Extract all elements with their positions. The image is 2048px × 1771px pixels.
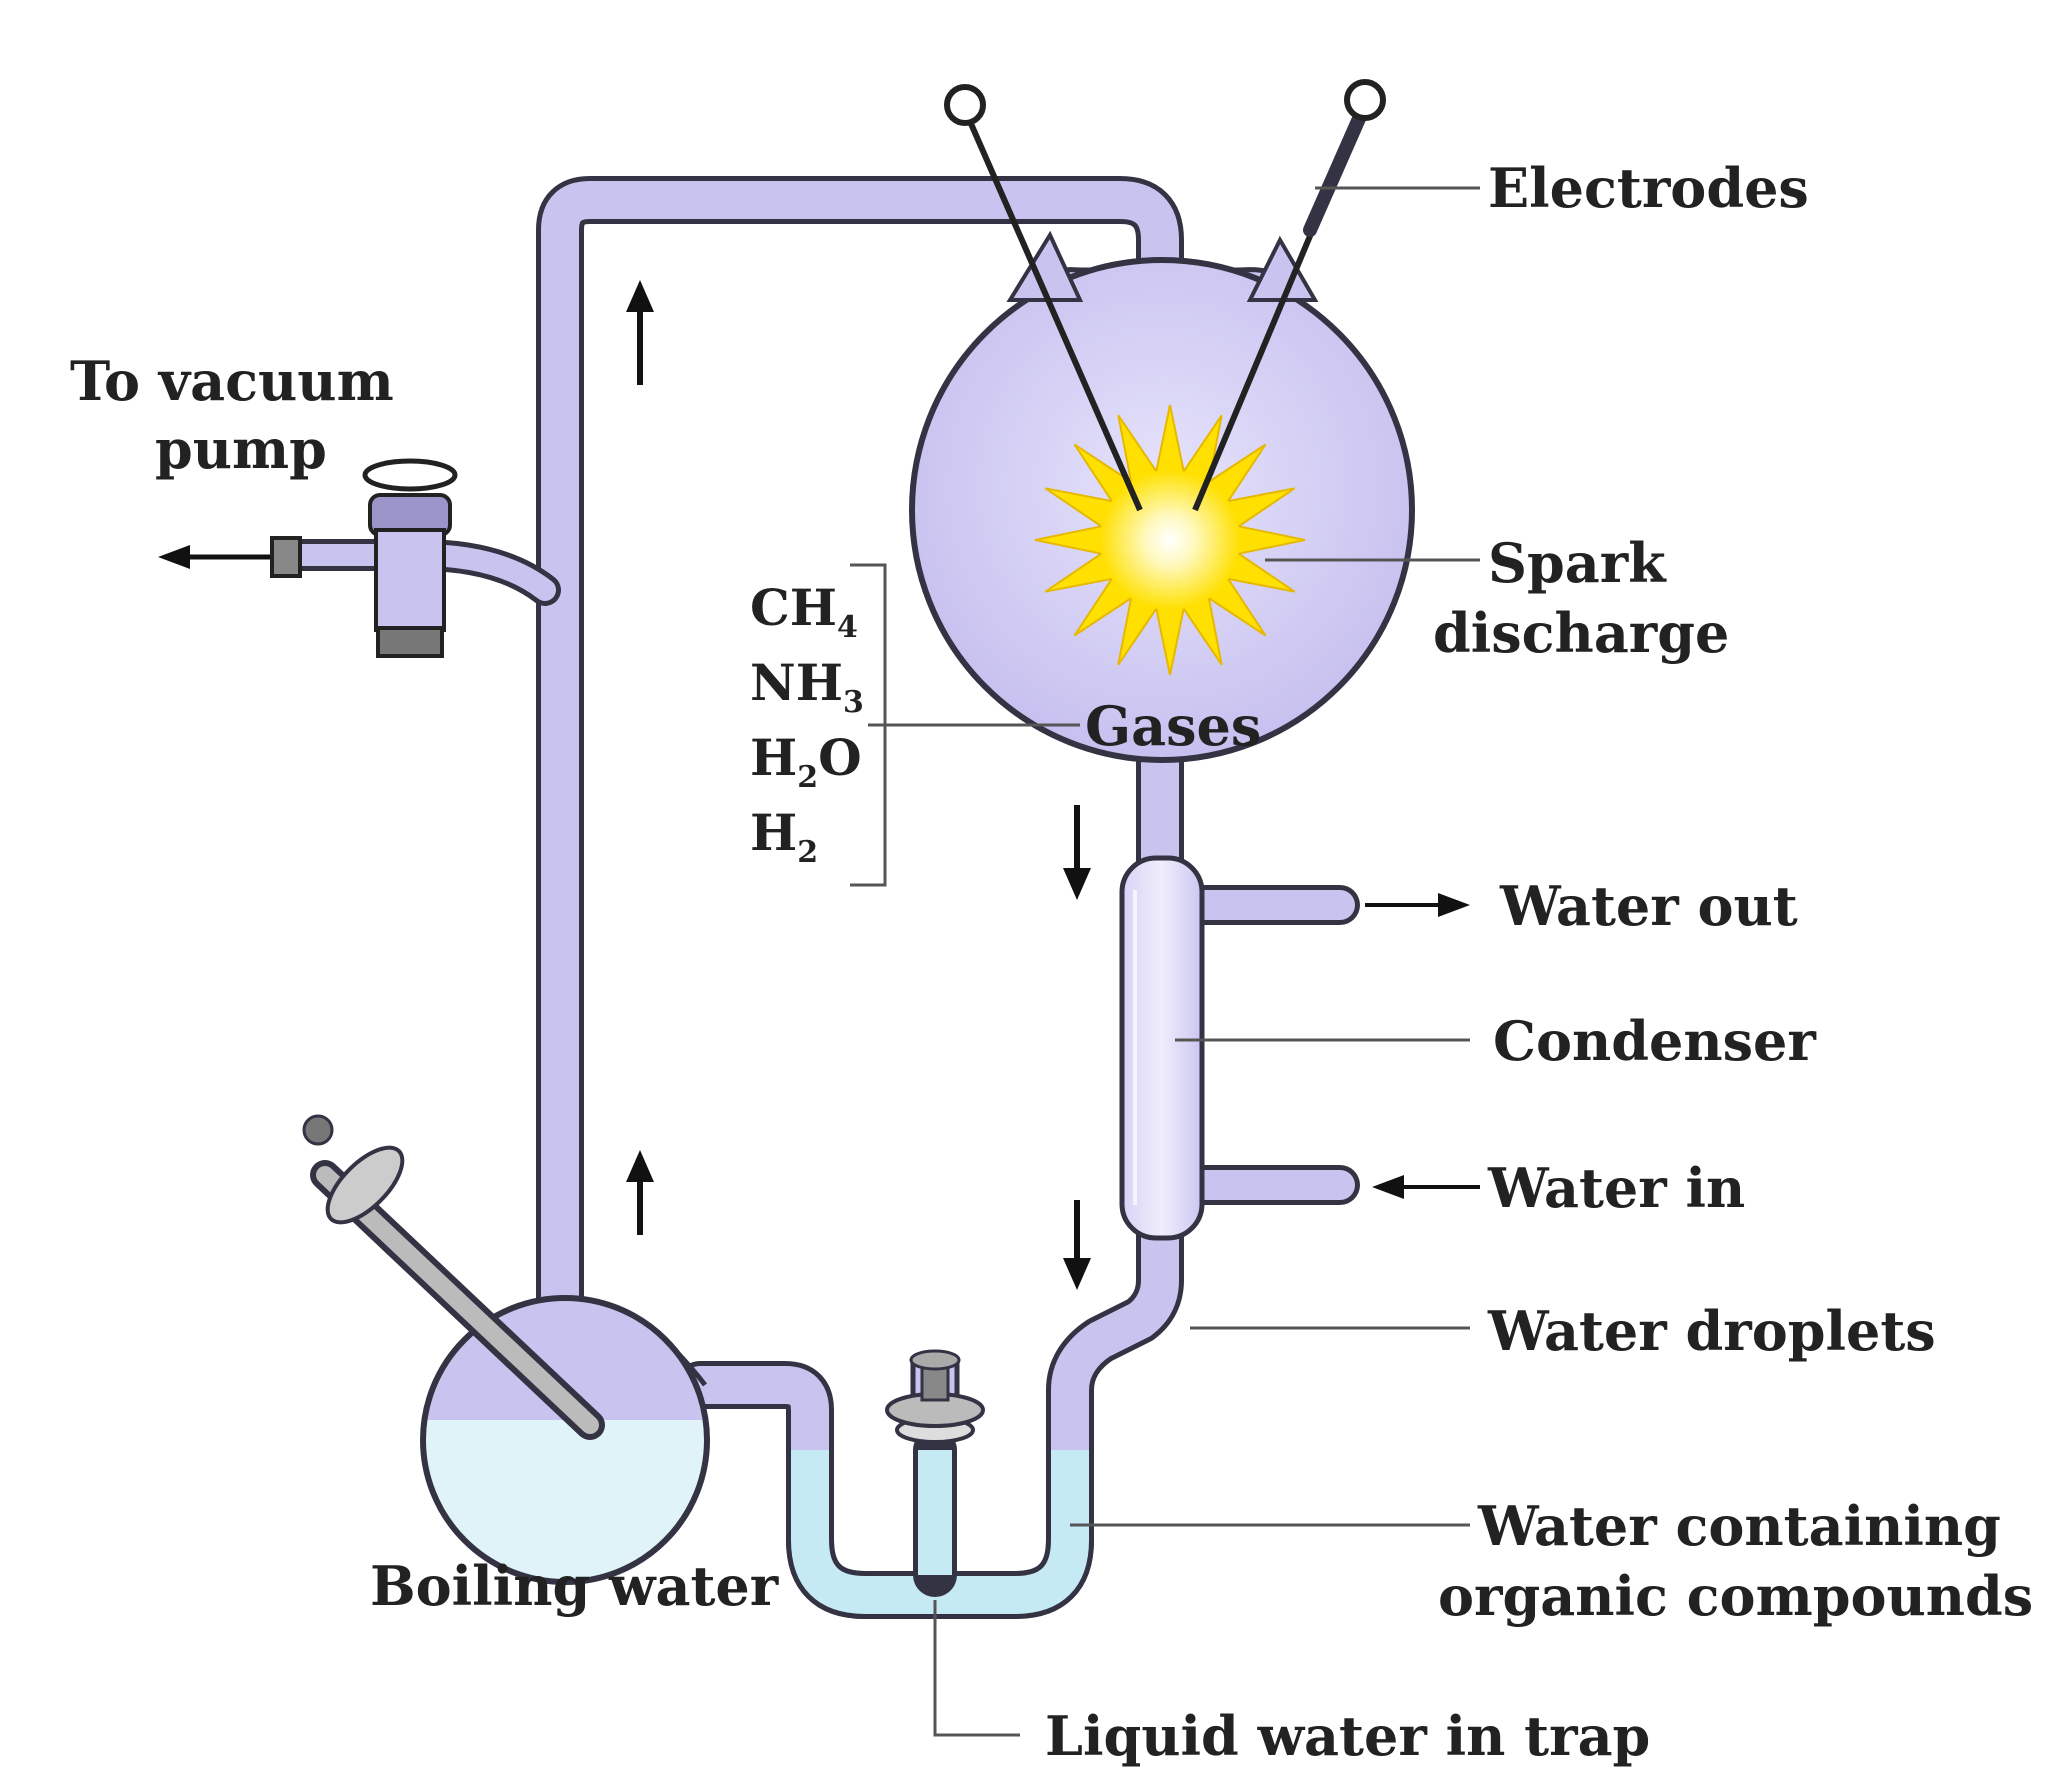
gas-formula-h2: H2 bbox=[750, 803, 818, 870]
label-boiling-water: Boiling water bbox=[370, 1554, 779, 1618]
water-flow-arrows bbox=[1365, 893, 1480, 1199]
condenser bbox=[1119, 855, 1205, 1241]
heating-rod bbox=[302, 1114, 605, 1440]
trap-stopcock bbox=[885, 1349, 985, 1444]
gas-formula-list: CH4 NH3 H2O H2 bbox=[750, 578, 864, 870]
label-condenser: Condenser bbox=[1493, 1009, 1816, 1073]
leader-lines bbox=[850, 186, 1480, 1737]
label-water-containing-line1: Water containing bbox=[1477, 1494, 2001, 1558]
electrodes bbox=[944, 79, 1386, 512]
u-trap bbox=[676, 1206, 1184, 1619]
flow-arrows bbox=[626, 280, 1091, 1290]
gas-formula-nh3: NH3 bbox=[750, 653, 864, 720]
label-water-droplets: Water droplets bbox=[1487, 1299, 1936, 1363]
gas-formula-h2o: H2O bbox=[750, 728, 862, 795]
label-gases: Gases bbox=[1085, 694, 1261, 758]
label-water-out: Water out bbox=[1499, 874, 1798, 938]
label-spark-line1: Spark bbox=[1488, 531, 1667, 595]
vacuum-valve bbox=[158, 458, 458, 658]
label-to-vacuum-pump-line1: To vacuum bbox=[70, 349, 394, 413]
label-water-containing-line2: organic compounds bbox=[1438, 1564, 2033, 1628]
label-electrodes: Electrodes bbox=[1488, 156, 1809, 220]
label-spark-line2: discharge bbox=[1433, 601, 1729, 665]
label-water-in: Water in bbox=[1487, 1156, 1745, 1220]
gas-formula-ch4: CH4 bbox=[750, 578, 858, 645]
glass-tubing bbox=[274, 176, 1360, 1364]
label-to-vacuum-pump-line2: pump bbox=[155, 417, 327, 481]
spark-discharge bbox=[1034, 404, 1306, 676]
label-liquid-water-in-trap: Liquid water in trap bbox=[1045, 1704, 1650, 1768]
